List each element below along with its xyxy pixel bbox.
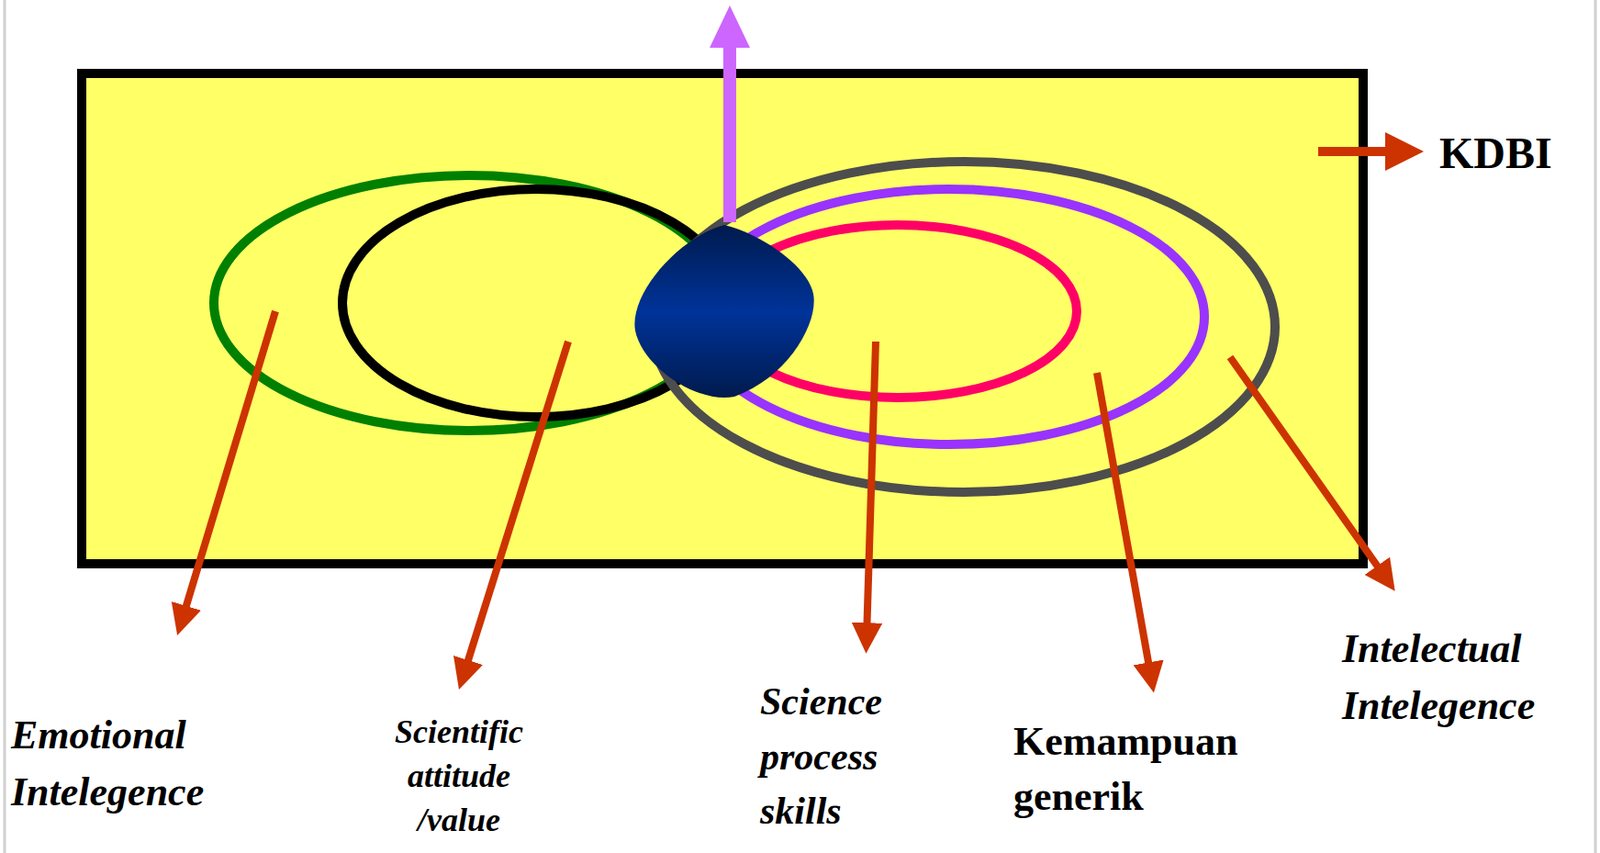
leader-arrow [866, 341, 876, 638]
leader-arrow [1230, 357, 1387, 579]
core-blob [634, 224, 814, 398]
ellipse-label: Emotional Intelegence [11, 706, 204, 820]
ellipse-label: Kemampuan generik [1013, 714, 1238, 825]
ellipse-label: Intelectual Intelegence [1342, 620, 1535, 734]
region-title: KDBI [1439, 126, 1553, 180]
leader-arrow [1318, 146, 1405, 157]
page-edge [1594, 0, 1598, 853]
page-edge [3, 0, 7, 853]
up-arrowhead [709, 5, 750, 48]
leader-arrow [1096, 372, 1152, 678]
ellipse-label: Science process skills [760, 674, 883, 840]
leader-arrow [181, 311, 276, 621]
ellipse-label: Scientific attitude /value [394, 710, 524, 843]
up-arrow [723, 45, 737, 223]
leader-arrow [463, 341, 569, 675]
